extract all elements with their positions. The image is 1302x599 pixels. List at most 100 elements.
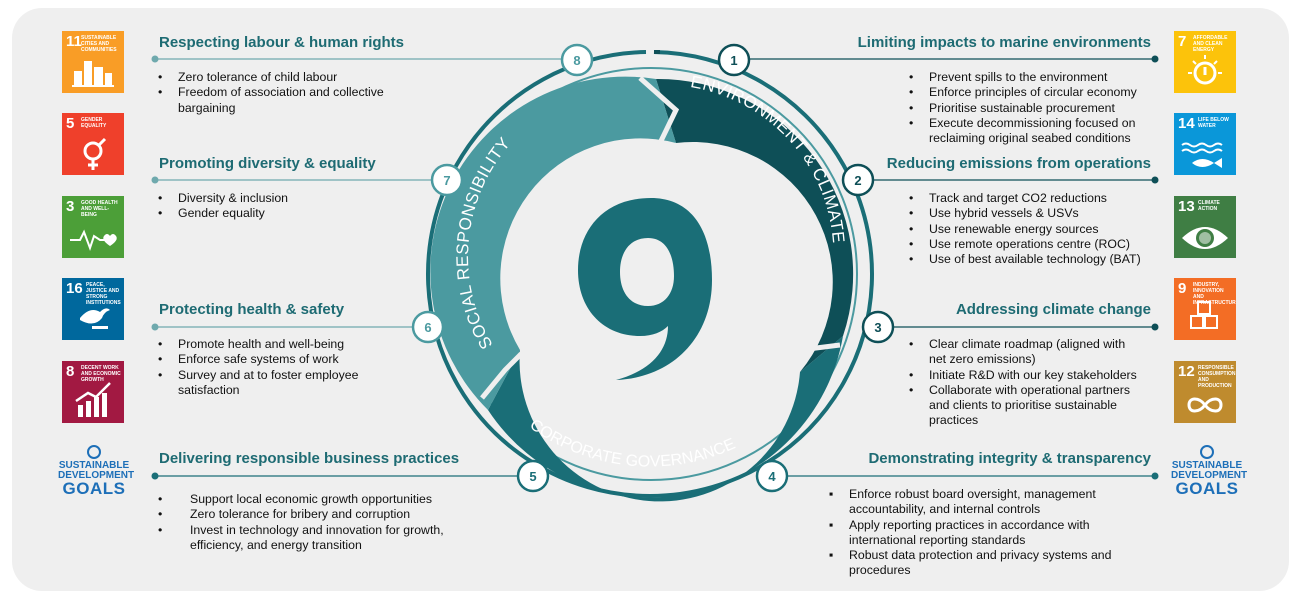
- growth-chart-icon: [62, 361, 124, 423]
- list-item: Diversity & inclusion: [158, 191, 408, 207]
- gender-icon: [62, 113, 124, 175]
- pillar-5-title: Delivering responsible business practice…: [159, 450, 460, 467]
- cubes-icon: [1174, 278, 1236, 340]
- node-7: 7: [430, 163, 464, 197]
- svg-text:5: 5: [529, 469, 536, 484]
- sdg-5-tile: 5 GENDER EQUALITY: [62, 113, 124, 175]
- sdg-number: 11: [66, 33, 82, 50]
- connector-dot: [151, 323, 159, 331]
- node-5: 5: [516, 459, 550, 493]
- sdg-label: GOOD HEALTH AND WELL-BEING: [81, 200, 118, 218]
- eye-globe-icon: [1174, 196, 1236, 258]
- list-item: Use hybrid vessels & USVs: [909, 206, 1154, 222]
- heartbeat-icon: [62, 196, 124, 258]
- sdg-number: 5: [66, 115, 75, 132]
- node-2: 2: [841, 163, 875, 197]
- pillar-6-list: Promote health and well-being Enforce sa…: [158, 337, 388, 398]
- pillar-7-title: Promoting diversity & equality: [159, 155, 376, 172]
- sdg-label: INDUSTRY, INNOVATION AND INFRASTRUCTURE: [1193, 282, 1236, 306]
- connector-dot: [1151, 55, 1159, 63]
- sdg-label: CLIMATE ACTION: [1198, 200, 1220, 212]
- list-item: Initiate R&D with our key stakeholders: [909, 368, 1144, 384]
- list-item: Use remote operations centre (ROC): [909, 237, 1154, 253]
- list-item: Apply reporting practices in accordance …: [829, 518, 1129, 549]
- sdg-11-tile: 11 SUSTAINABLE CITIES AND COMMUNITIES: [62, 31, 124, 93]
- list-item: Use renewable energy sources: [909, 222, 1154, 238]
- sdg-7-tile: 7 AFFORDABLE AND CLEAN ENERGY: [1174, 31, 1236, 93]
- pillar-7-list: Diversity & inclusion Gender equality: [158, 191, 408, 222]
- sdg-number: 12: [1178, 363, 1195, 380]
- node-4: 4: [755, 459, 789, 493]
- svg-text:4: 4: [768, 469, 776, 484]
- pillar-8-title: Respecting labour & human rights: [159, 34, 405, 51]
- list-item: Prevent spills to the environment: [909, 70, 1154, 86]
- un-globe-icon: [87, 445, 101, 459]
- sdg-16-tile: 16 PEACE, JUSTICE AND STRONG INSTITUTION…: [62, 278, 124, 340]
- connector-dot: [1151, 472, 1159, 480]
- node-8: 8: [560, 43, 594, 77]
- segment-separator: [480, 348, 527, 400]
- sdg-9-tile: 9 INDUSTRY, INNOVATION AND INFRASTRUCTUR…: [1174, 278, 1236, 340]
- list-item: Collaborate with operational partners an…: [909, 383, 1144, 429]
- connector-dot: [151, 55, 159, 63]
- svg-text:3: 3: [874, 320, 881, 335]
- sdg-8-tile: 8 DECENT WORK AND ECONOMIC GROWTH: [62, 361, 124, 423]
- svg-text:1: 1: [730, 53, 737, 68]
- list-item: Promote health and well-being: [158, 337, 388, 353]
- list-item: Use of best available technology (BAT): [909, 252, 1154, 268]
- sdg-14-tile: 14 LIFE BELOW WATER: [1174, 113, 1236, 175]
- pillar-3-list: Clear climate roadmap (aligned with net …: [909, 337, 1144, 429]
- environment-segment: [656, 78, 854, 372]
- sdg-label: GENDER EQUALITY: [81, 117, 107, 129]
- list-item: Enforce principles of circular economy: [909, 85, 1154, 101]
- svg-text:7: 7: [443, 173, 450, 188]
- sun-power-icon: [1174, 31, 1236, 93]
- pillar-6-title: Protecting health & safety: [159, 301, 345, 318]
- list-item: Gender equality: [158, 206, 408, 222]
- connector-lines: [155, 58, 1155, 477]
- list-item: Execute decommissioning focused on recla…: [909, 116, 1154, 147]
- list-item: Survey and at to foster employee satisfa…: [158, 368, 388, 399]
- svg-text:2: 2: [854, 173, 861, 188]
- sdg-label: LIFE BELOW WATER: [1198, 117, 1229, 129]
- sdg-number: 8: [66, 363, 75, 380]
- list-item: Invest in technology and innovation for …: [158, 523, 468, 554]
- sdg-number: 14: [1178, 115, 1195, 132]
- sdg-13-tile: 13 CLIMATE ACTION: [1174, 196, 1236, 258]
- sdg-label: AFFORDABLE AND CLEAN ENERGY: [1193, 35, 1228, 53]
- connector-dot: [1151, 176, 1159, 184]
- list-item: Enforce safe systems of work: [158, 352, 388, 368]
- pillar-4-title: Demonstrating integrity & transparency: [868, 450, 1151, 467]
- connector-dot: [151, 472, 159, 480]
- sdg-3-tile: 3 GOOD HEALTH AND WELL-BEING: [62, 196, 124, 258]
- connector-dot: [151, 176, 159, 184]
- list-item: Zero tolerance of child labour: [158, 70, 408, 86]
- connector-dots: [151, 55, 1159, 480]
- sdg-label: SUSTAINABLE CITIES AND COMMUNITIES: [81, 35, 117, 53]
- sdg-12-tile: 12 RESPONSIBLE CONSUMPTION AND PRODUCTIO…: [1174, 361, 1236, 423]
- sdg-number: 16: [66, 280, 83, 297]
- segment-separator: [638, 76, 680, 145]
- sdg-number: 13: [1178, 198, 1195, 215]
- pillar-2-title: Reducing emissions from operations: [886, 155, 1151, 172]
- pillar-1-title: Limiting impacts to marine environments: [857, 34, 1151, 51]
- list-item: Zero tolerance for bribery and corruptio…: [158, 507, 468, 523]
- list-item: Robust data protection and privacy syste…: [829, 548, 1129, 579]
- list-item: Freedom of association and collective ba…: [158, 85, 408, 116]
- pillar-5-list: Support local economic growth opportunit…: [158, 492, 468, 553]
- sdg-label: PEACE, JUSTICE AND STRONG INSTITUTIONS: [86, 282, 121, 306]
- city-icon: [62, 31, 124, 93]
- un-globe-icon: [1200, 445, 1214, 459]
- pillar-3-title: Addressing climate change: [955, 301, 1151, 318]
- sdg-goals-logo-right: SUSTAINABLE DEVELOPMENT GOALS: [1171, 445, 1247, 497]
- sdg-number: 7: [1178, 33, 1187, 50]
- sdg-goals-logo-left: SUSTAINABLE DEVELOPMENT GOALS: [58, 445, 134, 497]
- connector-dot: [1151, 323, 1159, 331]
- list-item: Clear climate roadmap (aligned with net …: [909, 337, 1144, 368]
- sdg-number: 9: [1178, 280, 1187, 297]
- node-3: 3: [861, 310, 895, 344]
- pillar-1-list: Prevent spills to the environment Enforc…: [909, 70, 1154, 146]
- sdg-label: DECENT WORK AND ECONOMIC GROWTH: [81, 365, 121, 383]
- pillar-4-list: Enforce robust board oversight, manageme…: [829, 487, 1129, 579]
